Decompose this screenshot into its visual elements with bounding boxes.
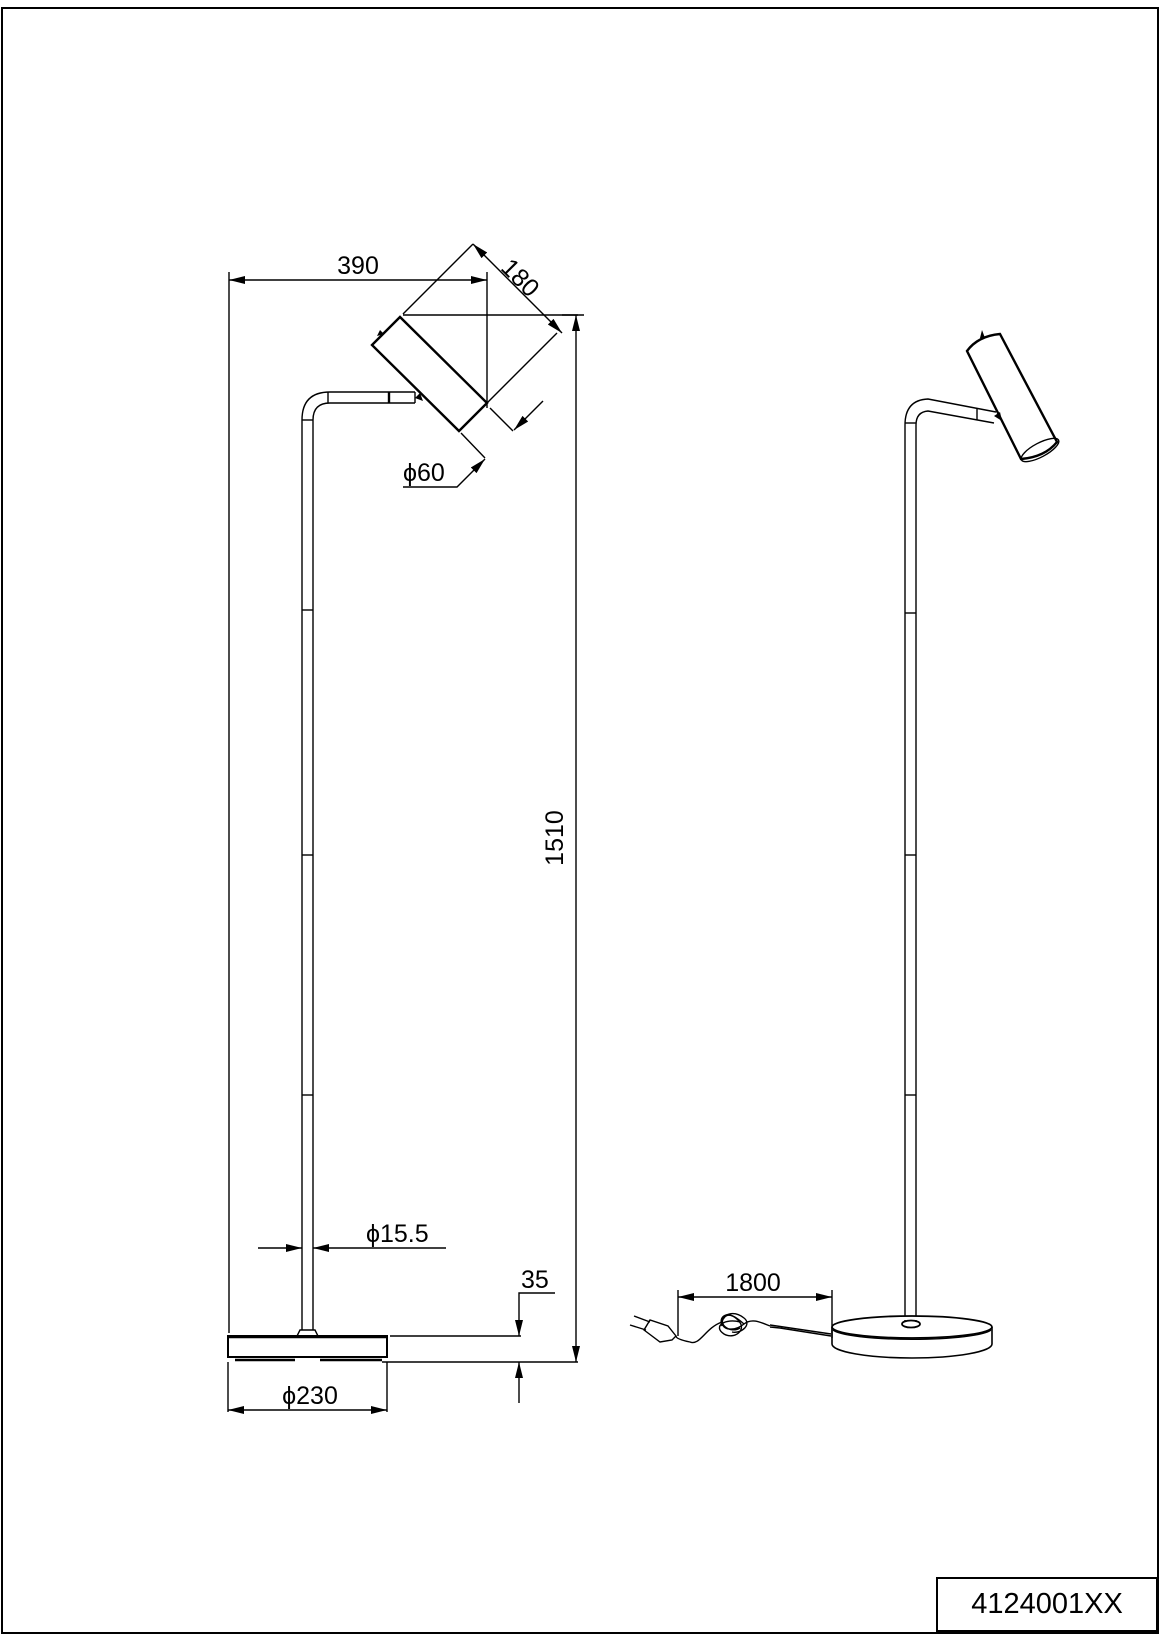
lamp-base	[227, 1335, 388, 1358]
svg-text:ϕ60: ϕ60	[403, 459, 445, 487]
dimension-cable-length: 1800	[677, 1269, 833, 1338]
svg-text:390: 390	[337, 252, 379, 280]
svg-text:1800: 1800	[725, 1269, 781, 1297]
dimension-arm-reach: 390	[228, 252, 488, 1333]
power-cable-with-plug	[629, 1312, 832, 1344]
dimension-head-length: 180	[402, 243, 578, 404]
dimension-base-height: 35	[382, 1266, 578, 1403]
dimension-base-diameter: ϕ230	[227, 1362, 388, 1414]
svg-text:180: 180	[495, 253, 544, 302]
lamp-head-perspective	[965, 332, 1059, 461]
dimension-stem-diameter: ϕ15.5	[258, 1220, 446, 1252]
plug-icon	[643, 1319, 677, 1343]
left-lamp-elevation	[227, 315, 489, 1362]
svg-text:ϕ230: ϕ230	[282, 1382, 338, 1410]
right-lamp-perspective	[831, 330, 1060, 1359]
dimension-head-diameter: ϕ60	[403, 400, 544, 488]
svg-text:35: 35	[521, 1266, 549, 1294]
product-code-label: 4124001XX	[936, 1577, 1158, 1632]
lamp-head	[370, 315, 489, 433]
svg-text:ϕ15.5: ϕ15.5	[366, 1220, 429, 1248]
dimension-total-height: 1510	[541, 314, 584, 1362]
svg-text:1510: 1510	[541, 810, 569, 866]
drawing-frame	[1, 7, 1159, 1634]
